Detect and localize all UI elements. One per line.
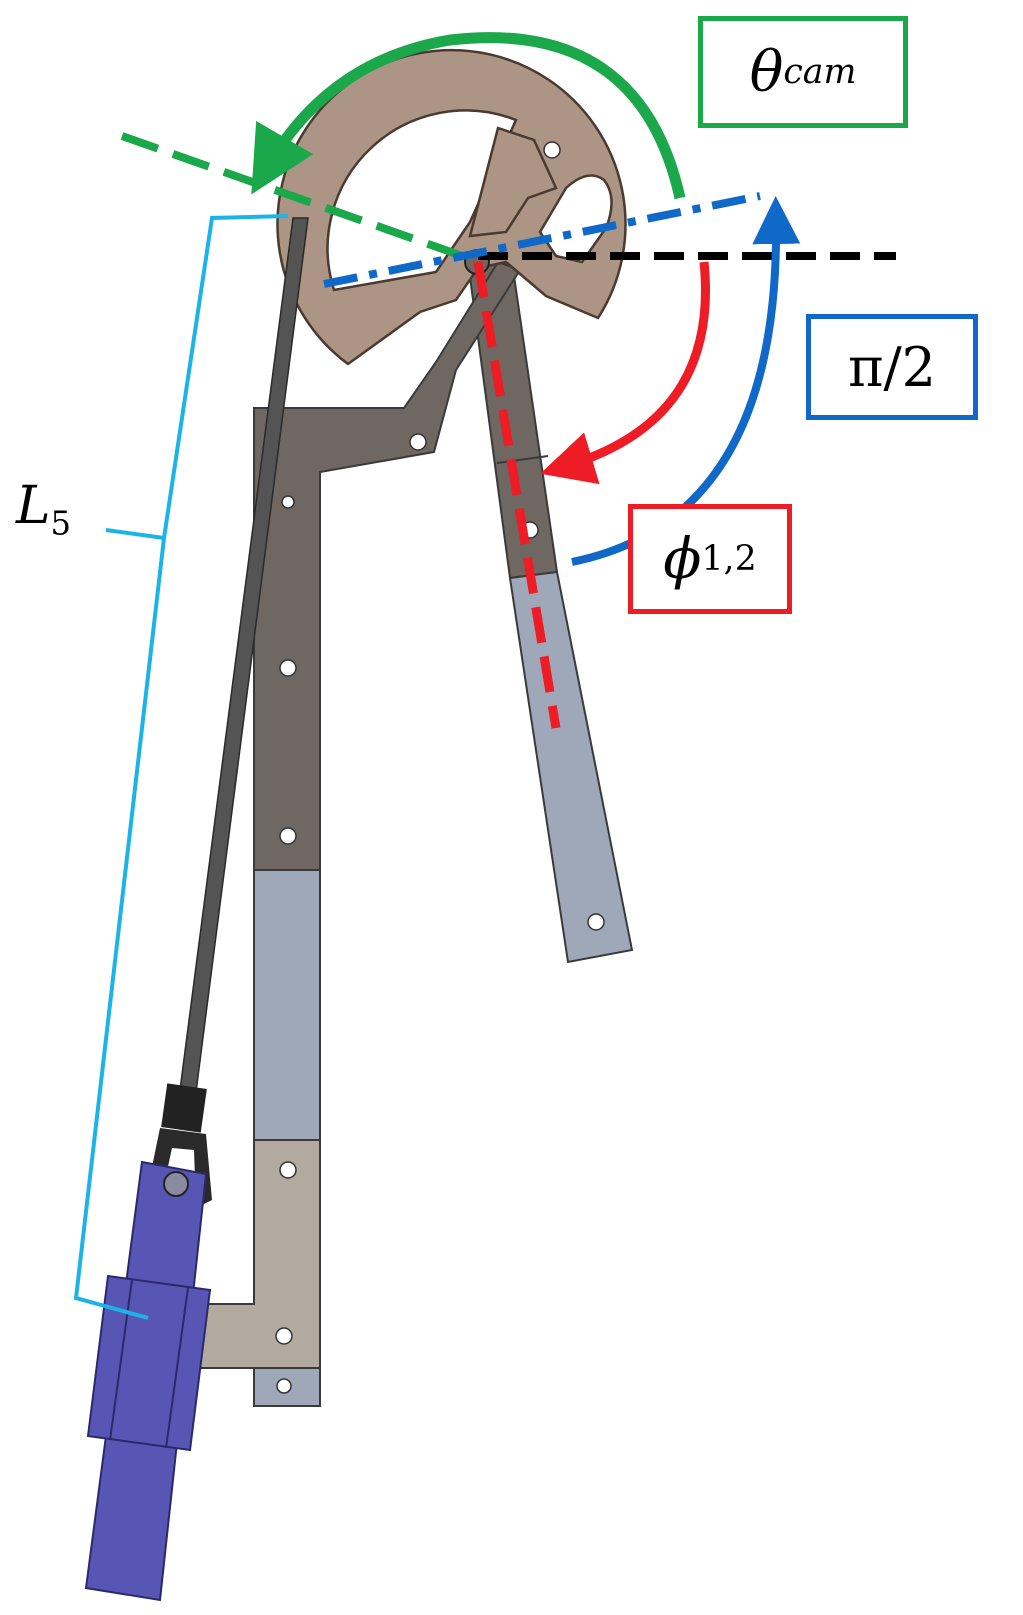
shank-lower-segment [508,570,634,964]
actuator-pin [163,1171,189,1197]
cam [276,48,627,366]
l5-subscript: 5 [50,504,72,543]
cam-spoke [468,126,558,238]
frame-hole [279,827,297,845]
frame-lower-bracket [197,1139,321,1369]
pi-arc-arrow [571,196,801,566]
phi-symbol: ϕ [663,526,702,592]
thigh-frame [197,260,522,1407]
length-bracket [73,214,289,1320]
theta-arc-arrow [251,32,686,200]
cam-hole [543,141,561,159]
blue-reference-line [323,192,761,288]
pi-half-label: π/2 [806,314,978,420]
frame-hole [276,1378,292,1394]
actuator [84,1083,212,1602]
cam-inner-cutout [326,109,518,292]
shank-hole [587,913,605,931]
shank-axis-line [473,261,561,729]
l5-label: L5 [16,476,71,542]
frame-hole [281,495,295,509]
theta-symbol: θ [749,39,784,105]
actuator-sleeve [86,1274,212,1452]
frame-hole [409,433,427,451]
phi-arc-arrow [540,261,710,485]
actuator-clip [161,1083,207,1133]
frame-hole [279,1161,297,1179]
phi-subscript: 1,2 [701,539,757,579]
cam-angle-line [120,132,470,262]
theta-subscript: cam [783,52,857,92]
frame-middle-bar [253,869,321,1141]
frame-hole [275,1327,293,1345]
l5-symbol: L [16,476,51,536]
frame-hole [279,659,297,677]
pi-text: π/2 [847,335,937,399]
